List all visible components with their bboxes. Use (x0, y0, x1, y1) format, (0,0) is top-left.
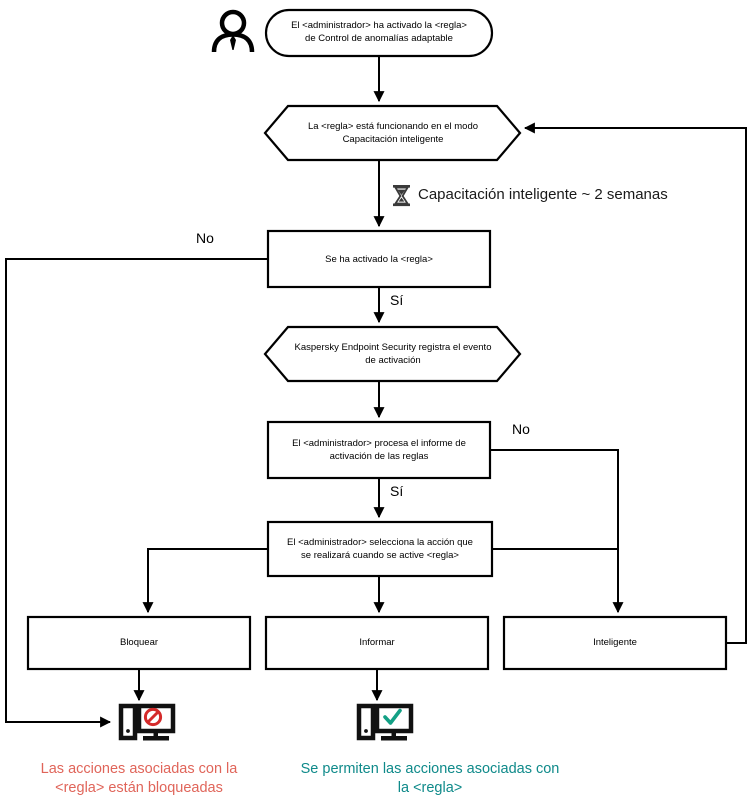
annotation-training-duration: Capacitación inteligente ~ 2 semanas (418, 186, 668, 203)
edge-triggered-no-to-blocked-computer (5, 258, 268, 728)
node-shape-select-action (266, 520, 494, 578)
edge-label-yes-report: Sí (390, 483, 404, 499)
node-shape-training-mode (263, 104, 522, 162)
edge-smart-loop-to-training (523, 122, 747, 644)
node-shape-smart (502, 615, 728, 671)
person-icon (211, 9, 255, 53)
edge-label-yes-triggered: Sí (390, 292, 404, 308)
computer-blocked-icon (118, 703, 176, 741)
node-shape-process-report (266, 420, 492, 480)
edge-label-no-triggered: No (196, 230, 214, 246)
node-shape-block (26, 615, 252, 671)
node-shape-logs-event (263, 325, 522, 383)
edge-label-no-report: No (512, 421, 530, 437)
hourglass-icon (393, 185, 410, 207)
edge-select-to-block (142, 548, 268, 614)
outcome-label-allowed: Se permiten las acciones asociadas con l… (300, 761, 560, 796)
node-shape-inform (264, 615, 490, 671)
node-shape-rule-triggered (266, 229, 492, 289)
edge-report-no-to-smart (490, 449, 624, 614)
computer-allowed-icon (356, 703, 414, 741)
node-shape-start (264, 8, 494, 58)
outcome-label-blocked: Las acciones asociadas con la <regla> es… (40, 761, 238, 796)
